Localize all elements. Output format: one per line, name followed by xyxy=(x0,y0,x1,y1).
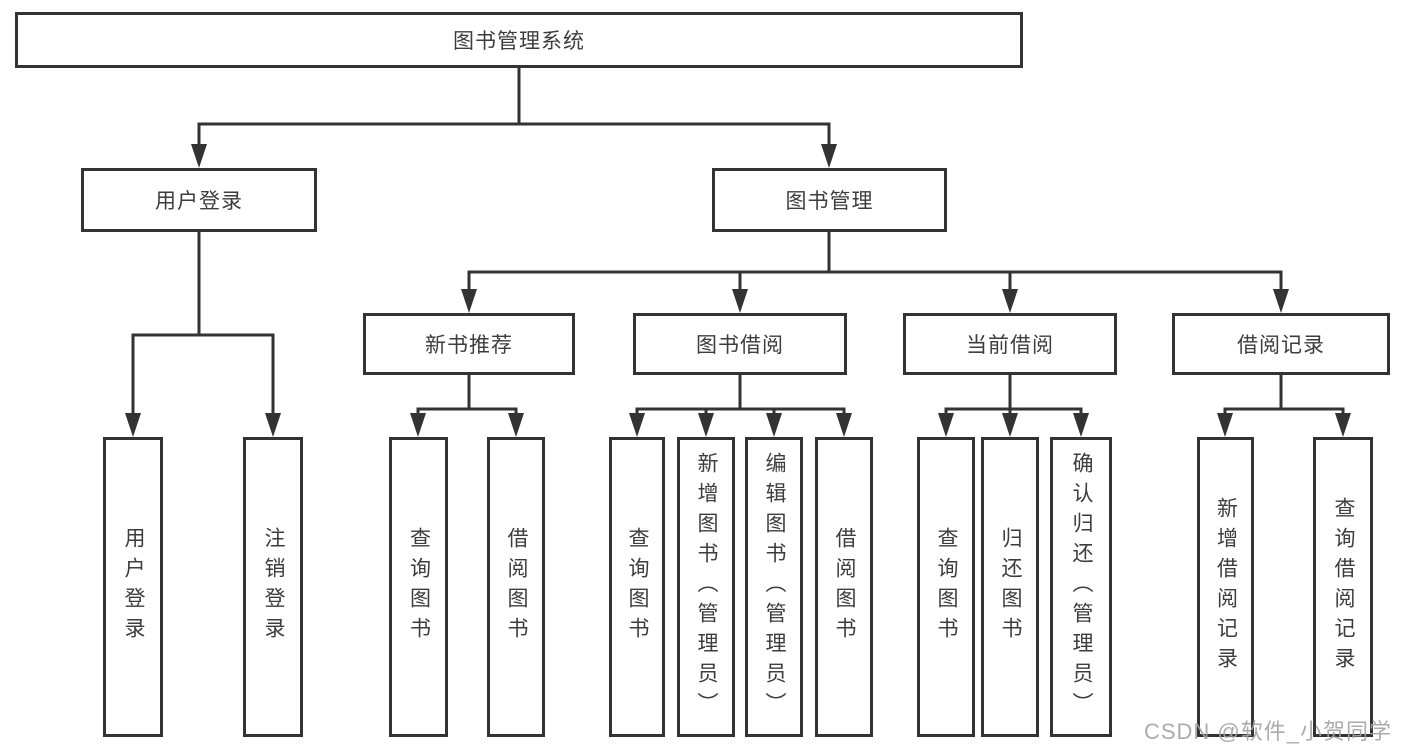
leaf-borrow-edit-books-admin: 编辑图书（管理员） xyxy=(745,437,803,737)
leaf-borrow-add-books-admin-label: 新增图书（管理员） xyxy=(695,452,718,722)
leaf-current-confirm-return-admin: 确认归还（管理员） xyxy=(1050,437,1112,737)
leaf-records-query-record-label: 查询借阅记录 xyxy=(1332,497,1355,677)
leaf-logout-label: 注销登录 xyxy=(262,527,285,647)
leaf-current-query-books: 查询图书 xyxy=(917,437,975,737)
leaf-user-login: 用户登录 xyxy=(103,437,163,737)
csdn-watermark: CSDN @软件_小贺同学 xyxy=(1143,719,1392,744)
leaf-current-query-books-label: 查询图书 xyxy=(935,527,958,647)
node-current-borrow: 当前借阅 xyxy=(903,313,1117,375)
node-book-borrow-label: 图书借阅 xyxy=(696,334,784,357)
leaf-newbook-borrow-books-label: 借阅图书 xyxy=(505,527,528,647)
node-user-login: 用户登录 xyxy=(81,168,317,232)
node-root-library-system: 图书管理系统 xyxy=(15,12,1023,68)
leaf-borrow-add-books-admin: 新增图书（管理员） xyxy=(677,437,735,737)
node-book-management-label: 图书管理 xyxy=(785,190,874,213)
leaf-records-add-record: 新增借阅记录 xyxy=(1197,437,1254,737)
leaf-current-confirm-return-admin-label: 确认归还（管理员） xyxy=(1070,452,1093,722)
leaf-borrow-borrow-books: 借阅图书 xyxy=(815,437,873,737)
leaf-borrow-edit-books-admin-label: 编辑图书（管理员） xyxy=(763,452,786,722)
node-root-label: 图书管理系统 xyxy=(453,30,585,53)
leaf-borrow-borrow-books-label: 借阅图书 xyxy=(833,527,856,647)
node-borrow-records: 借阅记录 xyxy=(1172,313,1390,375)
leaf-borrow-query-books-label: 查询图书 xyxy=(626,527,649,647)
node-current-borrow-label: 当前借阅 xyxy=(966,334,1054,357)
node-borrow-records-label: 借阅记录 xyxy=(1237,334,1325,357)
node-book-management: 图书管理 xyxy=(712,168,947,232)
leaf-newbook-query-books: 查询图书 xyxy=(389,437,448,737)
leaf-newbook-query-books-label: 查询图书 xyxy=(407,527,431,647)
node-book-borrow: 图书借阅 xyxy=(633,313,847,375)
leaf-user-login-label: 用户登录 xyxy=(122,527,145,647)
leaf-logout: 注销登录 xyxy=(243,437,303,737)
node-new-book-recommend-label: 新书推荐 xyxy=(425,334,513,357)
leaf-newbook-borrow-books: 借阅图书 xyxy=(487,437,545,737)
node-user-login-label: 用户登录 xyxy=(155,190,243,213)
leaf-records-add-record-label: 新增借阅记录 xyxy=(1214,497,1238,677)
leaf-current-return-books-label: 归还图书 xyxy=(999,527,1022,647)
leaf-borrow-query-books: 查询图书 xyxy=(609,437,665,737)
leaf-records-query-record: 查询借阅记录 xyxy=(1313,437,1373,737)
node-new-book-recommend: 新书推荐 xyxy=(363,313,575,375)
leaf-current-return-books: 归还图书 xyxy=(981,437,1039,737)
